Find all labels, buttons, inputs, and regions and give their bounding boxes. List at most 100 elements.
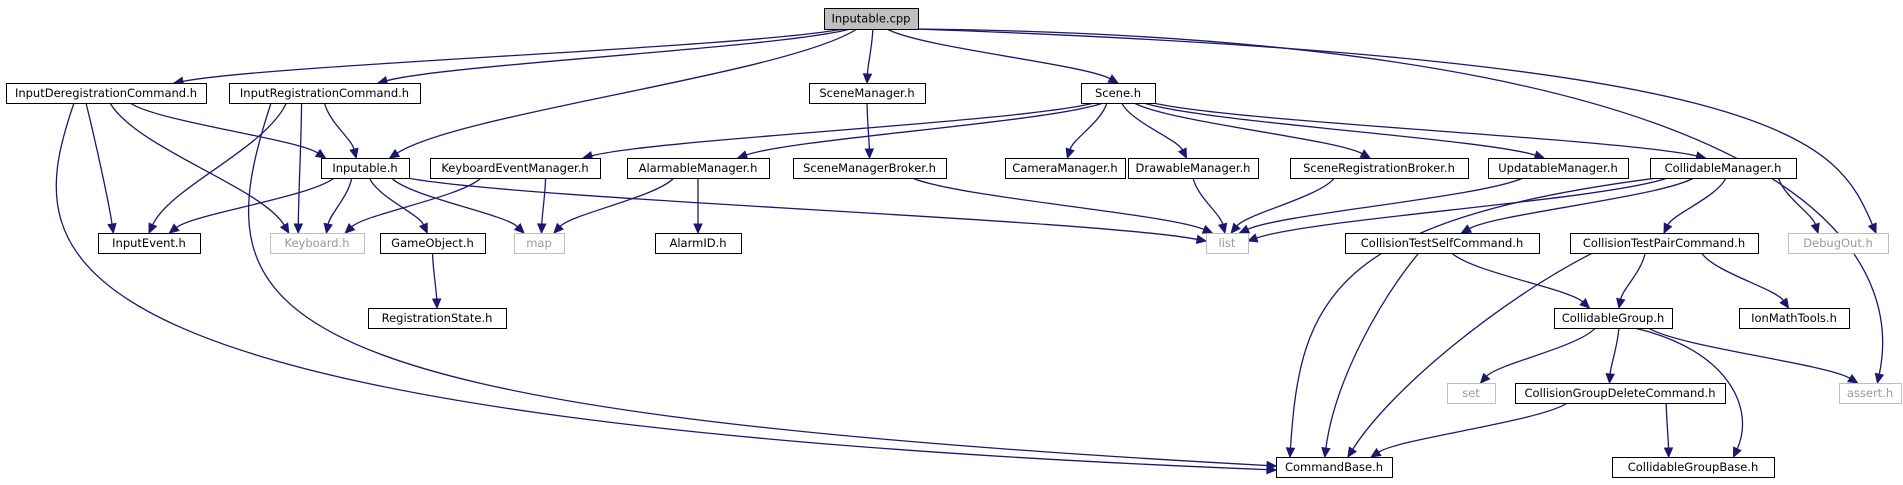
node-label: SceneManager.h [819, 86, 914, 100]
node-scene-manager[interactable]: SceneManager.h [809, 83, 926, 104]
node-scene-mgr-broker[interactable]: SceneManagerBroker.h [793, 158, 947, 179]
edge-line [915, 28, 1874, 225]
node-inputable-h[interactable]: Inputable.h [321, 158, 410, 179]
node-box [1612, 457, 1775, 478]
node-inputable-cpp: Inputable.cpp [824, 8, 919, 30]
edge-line [85, 102, 113, 225]
edge-line [431, 252, 438, 300]
edge-keyboard_event_mgr-to-keyboard [344, 177, 482, 234]
edge-line [1121, 102, 1184, 151]
node-box [1005, 158, 1126, 179]
node-box [1488, 158, 1629, 179]
node-box [1570, 233, 1759, 254]
node-label: KeyboardEventManager.h [441, 161, 588, 175]
edge-arrowhead [1460, 224, 1473, 234]
node-label: CollisionTestPairCommand.h [1583, 236, 1745, 250]
node-box [1345, 233, 1540, 254]
node-command-base[interactable]: CommandBase.h [1276, 457, 1393, 478]
edge-line [368, 177, 425, 226]
node-game-object[interactable]: GameObject.h [380, 233, 486, 254]
node-input-event[interactable]: InputEvent.h [98, 233, 201, 254]
node-box [229, 83, 421, 104]
node-label: InputDeregistrationCommand.h [15, 86, 197, 100]
edge-scene-to-collidable_mgr [1153, 102, 1707, 161]
node-box [380, 233, 486, 254]
node-label: RegistrationState.h [382, 311, 493, 325]
edge-coll_pair_cmd-to-command_base [1347, 252, 1593, 459]
node-keyboard-event-mgr[interactable]: KeyboardEventManager.h [430, 158, 601, 179]
node-label: CollisionGroupDeleteCommand.h [1524, 386, 1715, 400]
node-box [1515, 383, 1726, 404]
edge-arrowhead [1107, 74, 1120, 84]
edge-line [1648, 327, 1851, 379]
edge-scene-to-keyboard_event_mgr [581, 102, 1095, 161]
edge-arrowhead [862, 73, 873, 85]
edge-coll_pair_cmd-to-collidable_group [1616, 252, 1646, 310]
edge-line [182, 28, 843, 82]
edge-line [912, 177, 1205, 231]
node-set: set [1447, 383, 1496, 404]
edge-arrowhead [349, 147, 359, 160]
edge-inputable_cpp-to-assert [917, 28, 1885, 385]
node-updatable-mgr[interactable]: UpdatableManager.h [1488, 158, 1629, 179]
node-box [1554, 308, 1673, 329]
edge-arrowhead [1810, 222, 1820, 235]
node-collidable-group[interactable]: CollidableGroup.h [1554, 308, 1673, 329]
node-input-reg-cmd[interactable]: InputRegistrationCommand.h [229, 83, 421, 104]
edge-line [176, 177, 335, 228]
node-drawable-mgr[interactable]: DrawableManager.h [1128, 158, 1259, 179]
edge-arrowhead [1065, 147, 1075, 160]
edge-arrowhead [388, 148, 401, 159]
node-assert: assert.h [1839, 383, 1902, 404]
node-box [368, 308, 507, 329]
edge-game_object-to-registration_state [431, 252, 442, 310]
node-label: Keyboard.h [284, 236, 349, 250]
node-collidable-mgr[interactable]: CollidableManager.h [1650, 158, 1797, 179]
edge-arrowhead [693, 223, 703, 235]
node-camera-mgr[interactable]: CameraManager.h [1005, 158, 1126, 179]
edge-collidable_mgr-to-debug_out [1777, 177, 1820, 235]
node-coll-pair-cmd[interactable]: CollisionTestPairCommand.h [1570, 233, 1759, 254]
edge-line [247, 102, 1268, 467]
edge-arrowhead [1847, 373, 1859, 384]
edge-updatable_mgr-to-list [1238, 177, 1524, 234]
edge-line [1468, 177, 1695, 230]
edge-line [917, 28, 1884, 375]
edge-line [1256, 177, 1668, 239]
node-registration-state[interactable]: RegistrationState.h [368, 308, 507, 329]
edge-arrowhead [293, 223, 304, 235]
node-label: assert.h [1847, 386, 1893, 400]
edge-arrowhead [1238, 224, 1251, 234]
node-input-dereg-cmd[interactable]: InputDeregistrationCommand.h [6, 83, 207, 104]
node-box [1290, 158, 1469, 179]
edge-scene-to-camera_mgr [1065, 102, 1108, 160]
edge-line [1701, 252, 1784, 301]
node-label: set [1462, 386, 1480, 400]
edge-keyboard_event_mgr-to-map [537, 177, 547, 235]
edge-drawable_mgr-to-list [1192, 177, 1228, 235]
edge-line [1069, 102, 1108, 150]
node-coll-self-cmd[interactable]: CollisionTestSelfCommand.h [1345, 233, 1540, 254]
edge-line [351, 177, 482, 228]
node-scene[interactable]: Scene.h [1081, 83, 1156, 104]
edge-line [541, 177, 547, 225]
node-box [627, 158, 770, 179]
node-alarm-id[interactable]: AlarmID.h [655, 233, 742, 254]
node-alarmable-mgr[interactable]: AlarmableManager.h [627, 158, 770, 179]
edge-inputable_cpp-to-input_dereg_cmd [172, 28, 843, 86]
node-label: AlarmableManager.h [639, 161, 758, 175]
edge-line [1236, 177, 1336, 227]
node-scene-reg-broker[interactable]: SceneRegistrationBroker.h [1290, 158, 1469, 179]
edge-coll_pair_cmd-to-ion_math_tools [1701, 252, 1790, 310]
node-label: CollidableGroupBase.h [1628, 460, 1759, 474]
edge-inputable_cpp-to-debug_out [915, 28, 1877, 235]
edge-arrowhead [1732, 446, 1742, 459]
node-collidable-group-base[interactable]: CollidableGroupBase.h [1612, 457, 1775, 478]
node-ion-math-tools[interactable]: IonMathTools.h [1739, 308, 1850, 329]
node-debug-out: DebugOut.h [1788, 233, 1889, 254]
node-label: CollidableManager.h [1665, 161, 1782, 175]
node-coll-group-delete-cmd[interactable]: CollisionGroupDeleteCommand.h [1515, 383, 1726, 404]
edge-coll_self_cmd-to-command_base [1321, 252, 1420, 459]
edge-arrowhead [1246, 233, 1259, 243]
edge-arrowhead [1217, 222, 1228, 235]
